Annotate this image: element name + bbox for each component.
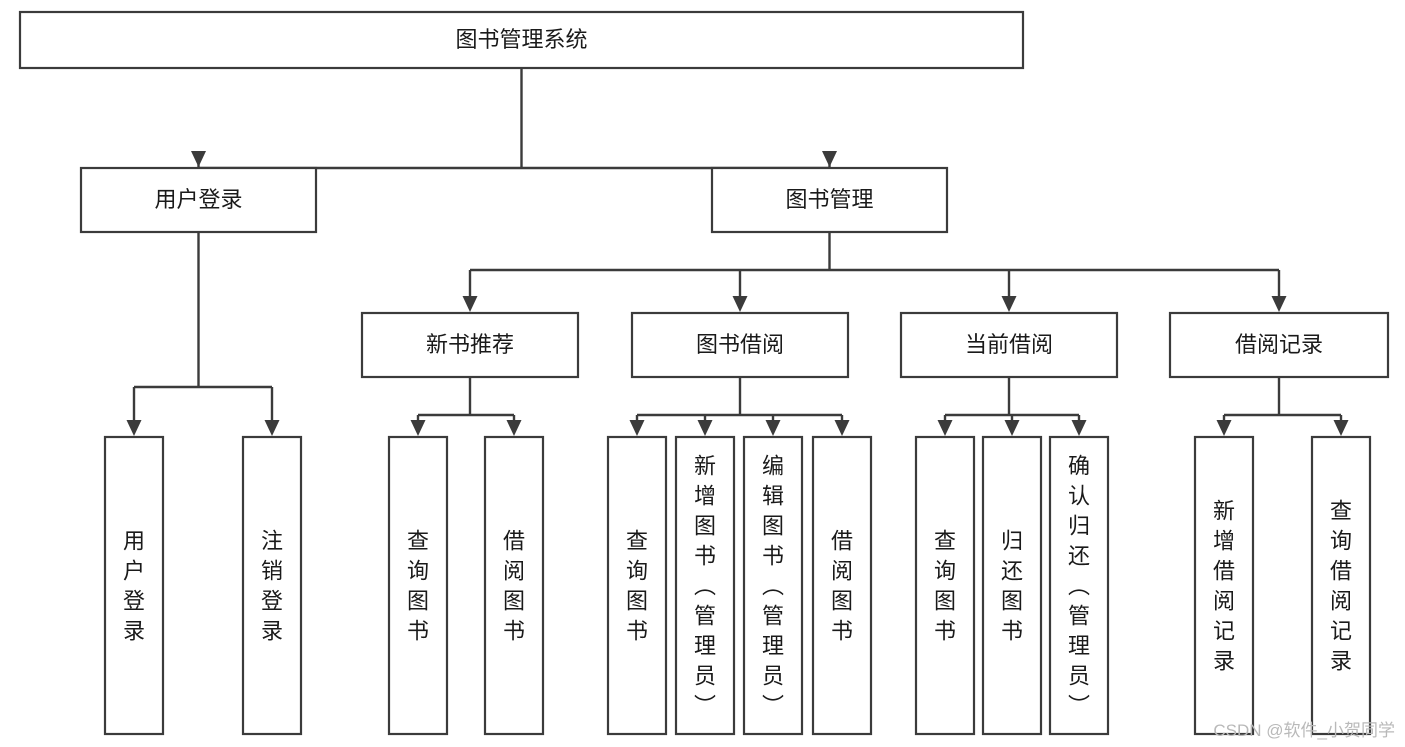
node-box-leaf-confirm-return[interactable] — [1048, 435, 1110, 736]
node-current-borrow[interactable]: 当前借阅 — [899, 311, 1119, 379]
node-borrow-record[interactable]: 借阅记录 — [1168, 311, 1390, 379]
node-label-leaf-confirm-return: 确认归还︵管理员︶ — [1068, 453, 1090, 718]
node-leaf-borrow-book-rec[interactable]: 借阅图书 — [483, 435, 545, 736]
node-label-book-manage: 图书管理 — [785, 187, 873, 212]
node-label-leaf-query-book-rec: 查询图书 — [407, 528, 429, 643]
node-box-borrow-record[interactable] — [1168, 311, 1390, 379]
node-box-leaf-query-book-rec[interactable] — [387, 435, 449, 736]
node-label-leaf-borrow-book-rec: 借阅图书 — [503, 528, 525, 643]
node-box-user-login[interactable] — [79, 166, 318, 234]
node-label-leaf-add-record: 新增借阅记录 — [1213, 498, 1235, 673]
node-box-leaf-borrow-book-bb[interactable] — [811, 435, 873, 736]
node-leaf-user-login[interactable]: 用户登录 — [103, 435, 165, 736]
node-box-leaf-return-book[interactable] — [981, 435, 1043, 736]
node-label-current-borrow: 当前借阅 — [965, 332, 1053, 357]
node-box-root[interactable] — [18, 10, 1025, 70]
node-new-book-rec[interactable]: 新书推荐 — [360, 311, 580, 379]
node-box-leaf-query-record[interactable] — [1310, 435, 1372, 736]
node-box-leaf-edit-book[interactable] — [742, 435, 804, 736]
node-box-leaf-add-record[interactable] — [1193, 435, 1255, 736]
node-layer: 图书管理系统用户登录图书管理新书推荐图书借阅当前借阅借阅记录用户登录注销登录查询… — [18, 10, 1390, 736]
node-label-borrow-record: 借阅记录 — [1235, 332, 1323, 357]
node-leaf-query-record[interactable]: 查询借阅记录 — [1310, 435, 1372, 736]
node-leaf-add-record[interactable]: 新增借阅记录 — [1193, 435, 1255, 736]
node-leaf-edit-book[interactable]: 编辑图书︵管理员︶ — [742, 435, 804, 736]
node-leaf-add-book[interactable]: 新增图书︵管理员︶ — [674, 435, 736, 736]
node-box-book-borrow[interactable] — [630, 311, 850, 379]
node-box-leaf-borrow-book-rec[interactable] — [483, 435, 545, 736]
node-label-leaf-borrow-book-bb: 借阅图书 — [831, 528, 853, 643]
node-leaf-borrow-book-bb[interactable]: 借阅图书 — [811, 435, 873, 736]
node-box-current-borrow[interactable] — [899, 311, 1119, 379]
connector-layer — [126, 68, 1349, 436]
node-label-leaf-user-login: 用户登录 — [123, 528, 145, 643]
node-leaf-confirm-return[interactable]: 确认归还︵管理员︶ — [1048, 435, 1110, 736]
node-label-leaf-query-book-bb: 查询图书 — [626, 528, 648, 643]
node-box-new-book-rec[interactable] — [360, 311, 580, 379]
node-label-new-book-rec: 新书推荐 — [426, 332, 514, 357]
node-leaf-query-book-cb[interactable]: 查询图书 — [914, 435, 976, 736]
node-label-root: 图书管理系统 — [455, 27, 587, 52]
node-box-leaf-query-book-bb[interactable] — [606, 435, 668, 736]
node-label-user-login: 用户登录 — [154, 187, 242, 212]
node-label-book-borrow: 图书借阅 — [696, 332, 784, 357]
node-label-leaf-query-record: 查询借阅记录 — [1330, 498, 1352, 673]
node-box-leaf-user-login[interactable] — [103, 435, 165, 736]
node-box-leaf-add-book[interactable] — [674, 435, 736, 736]
node-label-leaf-query-book-cb: 查询图书 — [934, 528, 956, 643]
node-box-book-manage[interactable] — [710, 166, 949, 234]
node-label-leaf-logout: 注销登录 — [261, 528, 283, 643]
node-label-leaf-edit-book: 编辑图书︵管理员︶ — [762, 453, 784, 718]
node-box-leaf-query-book-cb[interactable] — [914, 435, 976, 736]
node-user-login[interactable]: 用户登录 — [79, 166, 318, 234]
node-leaf-query-book-bb[interactable]: 查询图书 — [606, 435, 668, 736]
node-leaf-query-book-rec[interactable]: 查询图书 — [387, 435, 449, 736]
node-book-manage[interactable]: 图书管理 — [710, 166, 949, 234]
node-label-leaf-add-book: 新增图书︵管理员︶ — [694, 453, 716, 718]
node-leaf-logout[interactable]: 注销登录 — [241, 435, 303, 736]
node-book-borrow[interactable]: 图书借阅 — [630, 311, 850, 379]
node-box-leaf-logout[interactable] — [241, 435, 303, 736]
node-root[interactable]: 图书管理系统 — [18, 10, 1025, 70]
node-leaf-return-book[interactable]: 归还图书 — [981, 435, 1043, 736]
node-label-leaf-return-book: 归还图书 — [1001, 528, 1023, 643]
